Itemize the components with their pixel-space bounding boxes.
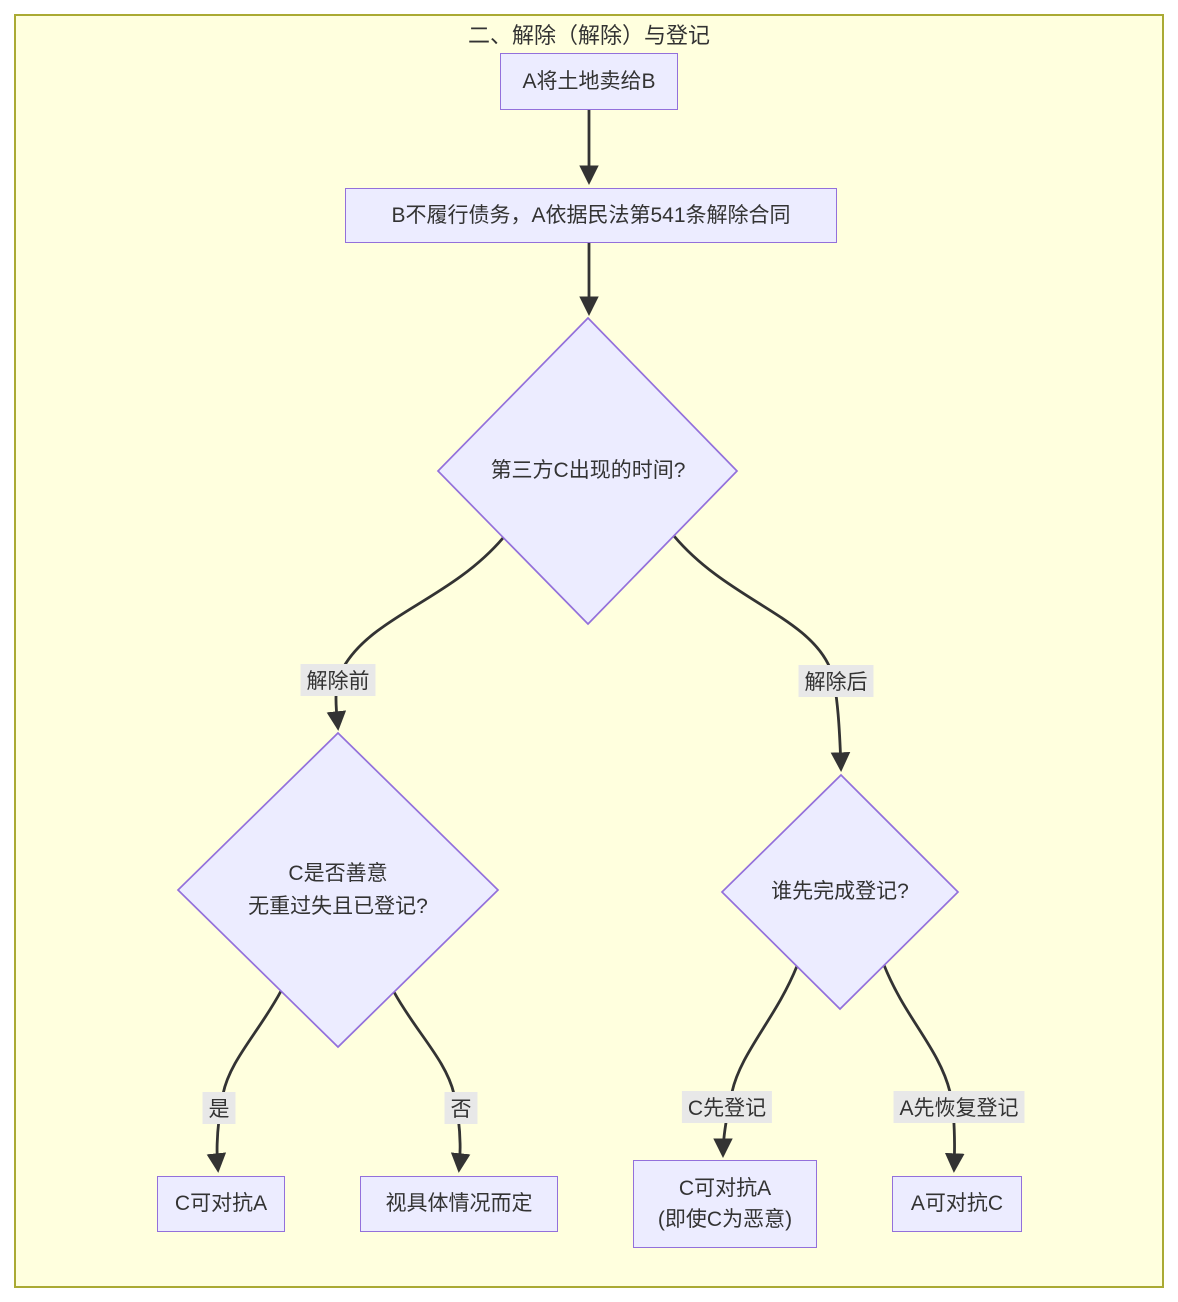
diagram-title: 二、解除（解除）与登记 [467,23,710,48]
node-breach-label: B不履行债务，A依据民法第541条解除合同 [391,203,791,227]
timing-decision-label: 第三方C出现的时间? [490,459,686,483]
node-result-c-beats-a-even-malicious-line1: C可对抗A [678,1176,772,1200]
edge-timing-to-goodfaith [326,537,505,731]
node-result-a-beats-c-label: A可对抗C [910,1192,1004,1216]
node-result-a-beats-c: A可对抗C [892,1176,1022,1232]
timing-decision-text: 第三方C出现的时间? [438,452,738,490]
edge-label-yes: 是 [202,1092,236,1124]
edge-goodfaith-no [392,991,471,1173]
node-result-depends: 视具体情况而定 [360,1176,558,1232]
edge-label-after-termination: 解除后 [798,665,874,697]
edge-goodfaith-yes [206,990,283,1173]
timing-decision-diamond [436,316,739,626]
goodfaith-decision-text: C是否善意 无重过失且已登记? [178,856,498,924]
registration-decision-diamond [720,773,960,1011]
edge-label-no: 否 [444,1092,478,1124]
node-result-c-beats-a: C可对抗A [157,1176,285,1232]
goodfaith-decision-line2: 无重过失且已登记? [248,895,428,918]
edge-timing-to-registration [672,535,851,772]
node-result-depends-label: 视具体情况而定 [385,1192,533,1216]
edge-registration-c-first [713,965,799,1158]
node-breach: B不履行债务，A依据民法第541条解除合同 [345,188,837,243]
edge-label-a-restores-first: A先恢复登记 [893,1091,1025,1123]
node-result-c-beats-a-even-malicious-line2: (即使C为恶意) [657,1208,793,1231]
goodfaith-decision-line1: C是否善意 [288,861,388,885]
edge-label-before-termination: 解除前 [300,664,376,696]
registration-decision-label: 谁先完成登记? [771,880,909,904]
node-sale: A将土地卖给B [500,53,678,110]
node-result-c-beats-a-even-malicious: C可对抗A (即使C为恶意) [633,1160,817,1248]
goodfaith-decision-diamond [176,731,500,1049]
node-result-c-beats-a-label: C可对抗A [174,1192,268,1216]
edge-label-c-registers-first: C先登记 [681,1091,773,1123]
node-sale-label: A将土地卖给B [522,69,656,93]
edge-registration-a-first [882,964,965,1173]
registration-decision-text: 谁先完成登记? [722,873,958,911]
